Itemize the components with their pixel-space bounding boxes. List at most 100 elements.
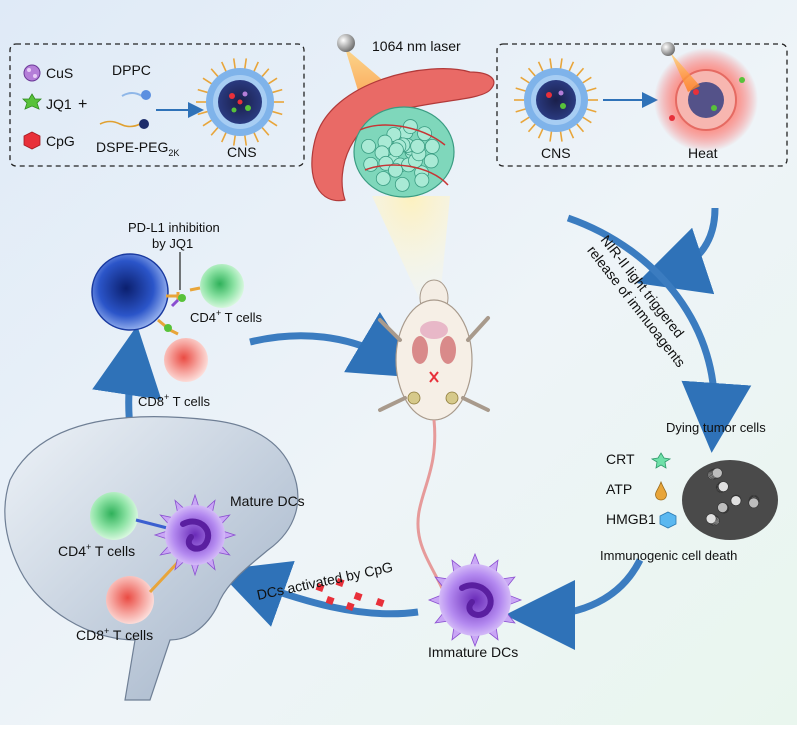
tumor-cell-icon	[91, 253, 169, 331]
jq1-binding-icon-2	[164, 324, 172, 332]
cns-product-label: CNS	[227, 144, 257, 160]
peg-chain	[581, 76, 592, 84]
icd-caption: Immunogenic cell death	[600, 548, 737, 563]
arrow-immature-to-mature-dc	[217, 560, 419, 627]
cd8-cell-icon	[106, 576, 154, 624]
synthesis-panel: CuS JQ1 + CpG DPPC DSPE-PEG2K	[9, 43, 305, 167]
mouse-tumor-left-icon	[407, 391, 421, 405]
peg-chain	[202, 77, 213, 85]
cns-nanoparticle-icon-2	[514, 58, 598, 142]
cus-icon	[23, 64, 41, 82]
peg-chain	[585, 107, 597, 113]
pdl1-cd4-label: CD4+ T cells	[190, 308, 262, 325]
heat-label: Heat	[688, 145, 718, 161]
pdl1-cd8-label: CD8+ T cells	[138, 392, 210, 409]
mouse-body-icon	[395, 299, 473, 421]
tumor-cell	[361, 138, 376, 154]
heat-box-border	[496, 43, 788, 167]
dppc-lipid-icon	[121, 90, 151, 100]
arrow-tcells-to-mouse	[249, 312, 423, 378]
lymph-cd8-label: CD8+ T cells	[76, 626, 153, 643]
icd-panel: Dying tumor cells CRT ATP HMGB1 Immunoge…	[600, 420, 778, 563]
peg-chain	[575, 122, 585, 133]
peg-chain	[537, 61, 544, 73]
cpg-square	[315, 582, 325, 592]
lymph-node-icon	[4, 416, 299, 701]
cpg-square	[353, 592, 363, 601]
dying-tumor-cells-icon	[682, 460, 778, 540]
plus-sign: +	[78, 96, 87, 113]
peg-chain	[527, 122, 537, 133]
jq1-label: JQ1	[46, 96, 72, 112]
peg-chain	[252, 61, 260, 73]
cpg-particles	[315, 578, 385, 611]
peg-chain	[232, 58, 237, 70]
peg-chain	[243, 134, 248, 146]
peg-chain	[527, 67, 537, 78]
heat-panel: CNS Heat	[496, 42, 788, 167]
dead-cell-fragment	[717, 502, 728, 513]
hmgb1-label: HMGB1	[606, 511, 656, 527]
cpg-square	[325, 596, 335, 605]
cpg-square	[335, 578, 345, 587]
lymph-node-panel: Mature DCs CD4+ T cells CD8+ T cells	[4, 416, 305, 701]
synthesis-box-border	[9, 43, 305, 167]
dead-cell-fragment	[730, 495, 742, 506]
pdl1-panel: PD-L1 inhibition by JQ1 CD4+ T cells CD8…	[91, 220, 262, 409]
tumor-cell	[423, 153, 439, 169]
arrow-heat-to-release	[636, 207, 719, 295]
cd4-cell-icon	[90, 492, 138, 540]
tumor-cell	[410, 138, 426, 154]
cns-heat-label: CNS	[541, 145, 571, 161]
tumor-cell	[388, 142, 404, 158]
peg-chain	[243, 58, 248, 70]
atp-label: ATP	[606, 481, 632, 497]
peg-chain	[267, 77, 278, 85]
peg-chain	[568, 127, 575, 139]
peg-chain	[210, 126, 219, 136]
laser-label: 1064 nm laser	[372, 38, 461, 54]
pdl1-line-1: PD-L1 inhibition	[128, 220, 220, 235]
jq1-icon	[22, 93, 42, 110]
arrow-release-to-icd	[566, 214, 752, 453]
tumor-cell	[424, 139, 440, 154]
peg-chain	[568, 61, 575, 73]
atp-icon	[655, 480, 667, 501]
tumor-with-blood-vessel	[311, 68, 495, 202]
peg-chain	[252, 131, 260, 143]
peg-chain	[197, 88, 209, 94]
tumor-cell	[388, 162, 403, 178]
peg-chain	[220, 61, 228, 73]
mature-dc-label: Mature DCs	[230, 493, 305, 509]
peg-chain	[267, 119, 278, 127]
imaging-light-cone	[372, 196, 450, 300]
peg-chain	[520, 116, 531, 124]
tumor-cell	[375, 171, 391, 186]
peg-chain	[520, 76, 531, 84]
cpg-square	[375, 597, 385, 607]
peg-chain	[575, 67, 585, 78]
arrow-icd-to-immature-dc	[505, 558, 644, 650]
hmgb1-icon	[659, 511, 677, 529]
dead-cell-fragment	[748, 497, 760, 509]
crt-icon	[650, 452, 672, 469]
peg-chain	[210, 68, 219, 78]
heat-laser-source-icon	[661, 42, 675, 56]
laser-source-icon	[337, 34, 355, 52]
tumor-cell	[394, 176, 410, 192]
dppc-label: DPPC	[112, 62, 151, 78]
tumor-cell	[363, 156, 379, 172]
peg-chain	[549, 130, 553, 142]
peg-chain	[202, 119, 213, 127]
dead-cell-fragment	[718, 481, 729, 492]
pdl1-cd8-cell-icon	[164, 338, 208, 382]
tumor-cell	[414, 172, 430, 188]
cus-label: CuS	[46, 65, 73, 81]
peg-chain	[261, 68, 270, 78]
mouse-tumor-right-icon	[445, 391, 459, 405]
immature-dc-label: Immature DCs	[428, 644, 518, 660]
peg-chain	[549, 58, 553, 70]
mature-dc-icon	[153, 493, 237, 577]
